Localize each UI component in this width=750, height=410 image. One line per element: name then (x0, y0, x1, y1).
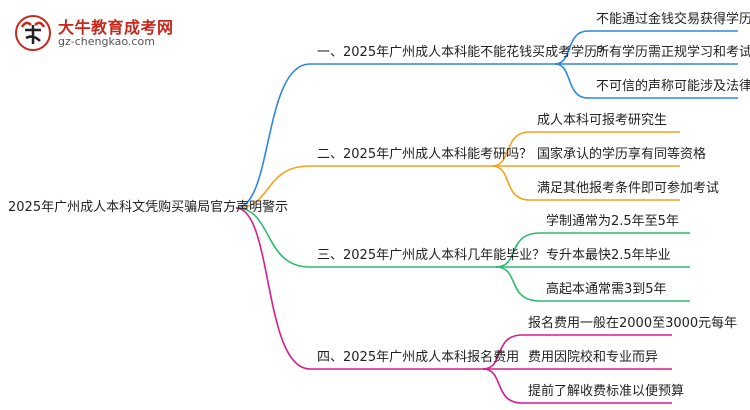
leaf-connector-1-1 (554, 30, 738, 65)
branch-connector-3 (235, 207, 496, 268)
leaf-2-3: 满足其他报考条件即可参加考试 (537, 181, 720, 196)
leaf-connector-3-1 (495, 232, 690, 268)
bull-logo-icon (15, 15, 51, 51)
leaf-4-2: 费用因院校和专业而异 (528, 350, 659, 365)
leaf-3-2: 专升本最快2.5年毕业 (546, 248, 671, 263)
leaf-1-3: 不可信的声称可能涉及法律风险 (596, 79, 750, 94)
leaf-3-3: 高起本通常需3到5年 (546, 282, 667, 297)
logo-url: gz-chengkao.com (58, 35, 155, 48)
branch-1: 一、2025年广州成人本科能不能花钱买成考学历？ (317, 45, 611, 60)
mindmap-root: 2025年广州成人本科文凭购买骗局官方声明警示 (8, 200, 289, 215)
leaf-3-1: 学制通常为2.5年至5年 (546, 214, 679, 229)
site-logo[interactable]: 大牛教育成考网 gz-chengkao.com (6, 10, 206, 51)
leaf-connector-4-3 (482, 368, 672, 404)
leaf-connector-2-1 (491, 131, 680, 167)
branch-3: 三、2025年广州成人本科几年能毕业？ (317, 248, 546, 263)
branch-2: 二、2025年广州成人本科能考研吗？ (317, 147, 533, 162)
leaf-1-2: 所有学历需正规学习和考试 (596, 45, 750, 60)
branch-connector-2 (235, 165, 492, 209)
leaf-connector-2-3 (491, 165, 680, 201)
leaf-4-3: 提前了解收费标准以便预算 (528, 384, 685, 399)
leaf-connector-3-3 (495, 266, 690, 302)
leaf-2-2: 国家承认的学历享有同等资格 (537, 147, 707, 162)
branch-connector-4 (235, 207, 483, 370)
leaf-2-1: 成人本科可报考研究生 (537, 113, 668, 128)
branch-4: 四、2025年广州成人本科报名费用 (317, 350, 520, 365)
logo-title: 大牛教育成考网 (58, 18, 174, 37)
leaf-connector-1-3 (554, 63, 738, 99)
leaf-4-1: 报名费用一般在2000至3000元每年 (528, 316, 738, 331)
leaf-1-1: 不能通过金钱交易获得学历 (596, 12, 750, 27)
branch-connector-1 (235, 63, 555, 209)
leaf-connector-4-1 (482, 334, 672, 370)
